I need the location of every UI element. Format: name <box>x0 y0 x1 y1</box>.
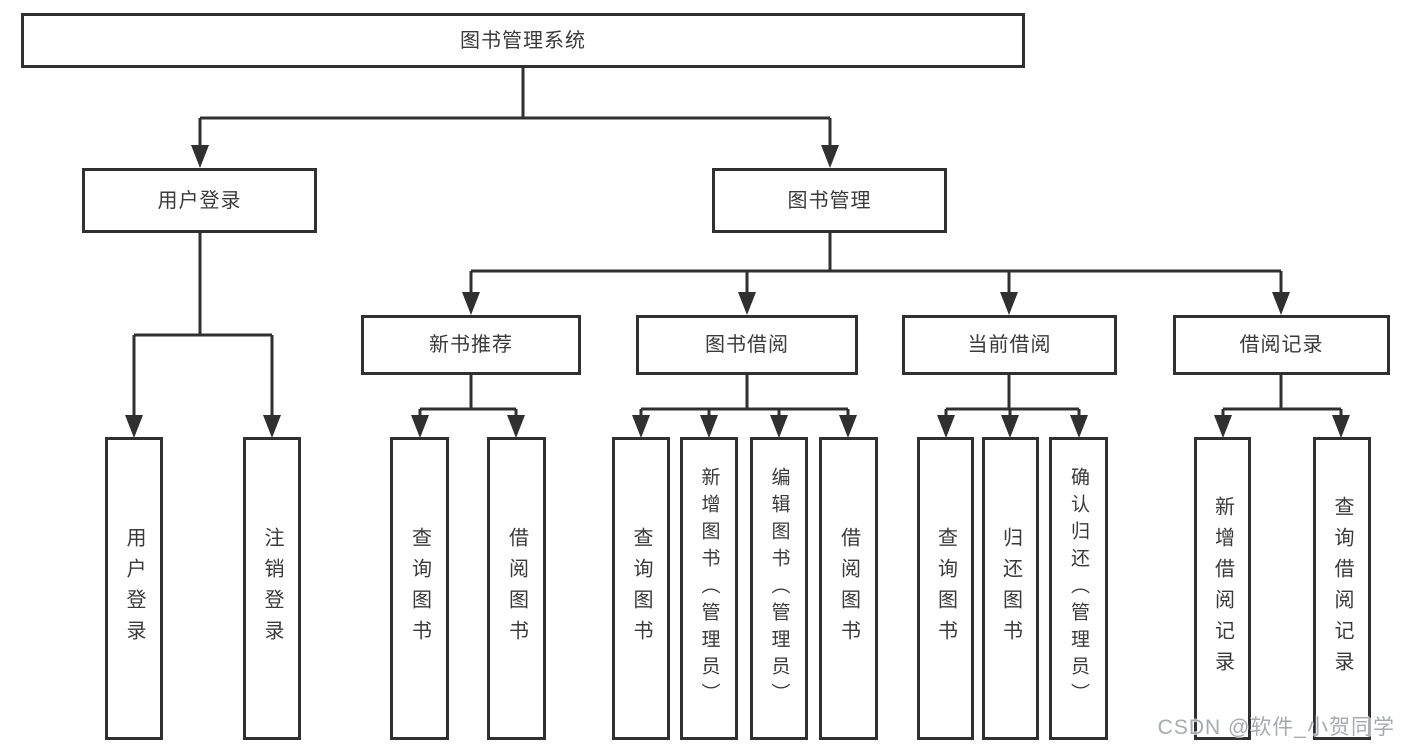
node-borrow-records: 借阅记录 <box>1173 315 1390 375</box>
node-user-login: 用户登录 <box>82 168 317 233</box>
node-library-system: 图书管理系统 <box>21 13 1025 68</box>
watermark: CSDN @软件_小贺同学 <box>1157 716 1395 739</box>
leaf-add-borrow-record: 新增借阅记录 <box>1194 437 1251 740</box>
leaf-query-borrow-record: 查询借阅记录 <box>1313 437 1371 740</box>
leaf-query-books-recommend: 查询图书 <box>390 437 449 740</box>
node-book-management: 图书管理 <box>712 168 947 233</box>
node-current-borrow: 当前借阅 <box>902 315 1117 375</box>
node-book-borrow: 图书借阅 <box>636 315 858 375</box>
leaf-confirm-return-admin: 确认归还（管理员） <box>1049 437 1108 740</box>
leaf-query-books-borrow: 查询图书 <box>612 437 670 740</box>
leaf-edit-book-admin: 编辑图书（管理员） <box>750 437 808 740</box>
leaf-query-books-current: 查询图书 <box>917 437 974 740</box>
leaf-add-book-admin: 新增图书（管理员） <box>680 437 738 740</box>
leaf-borrow-books: 借阅图书 <box>819 437 878 740</box>
leaf-logout: 注销登录 <box>243 437 301 740</box>
leaf-borrow-books-recommend: 借阅图书 <box>487 437 546 740</box>
node-new-book-recommend: 新书推荐 <box>361 315 581 375</box>
leaf-user-login: 用户登录 <box>105 437 163 740</box>
leaf-return-book: 归还图书 <box>982 437 1039 740</box>
